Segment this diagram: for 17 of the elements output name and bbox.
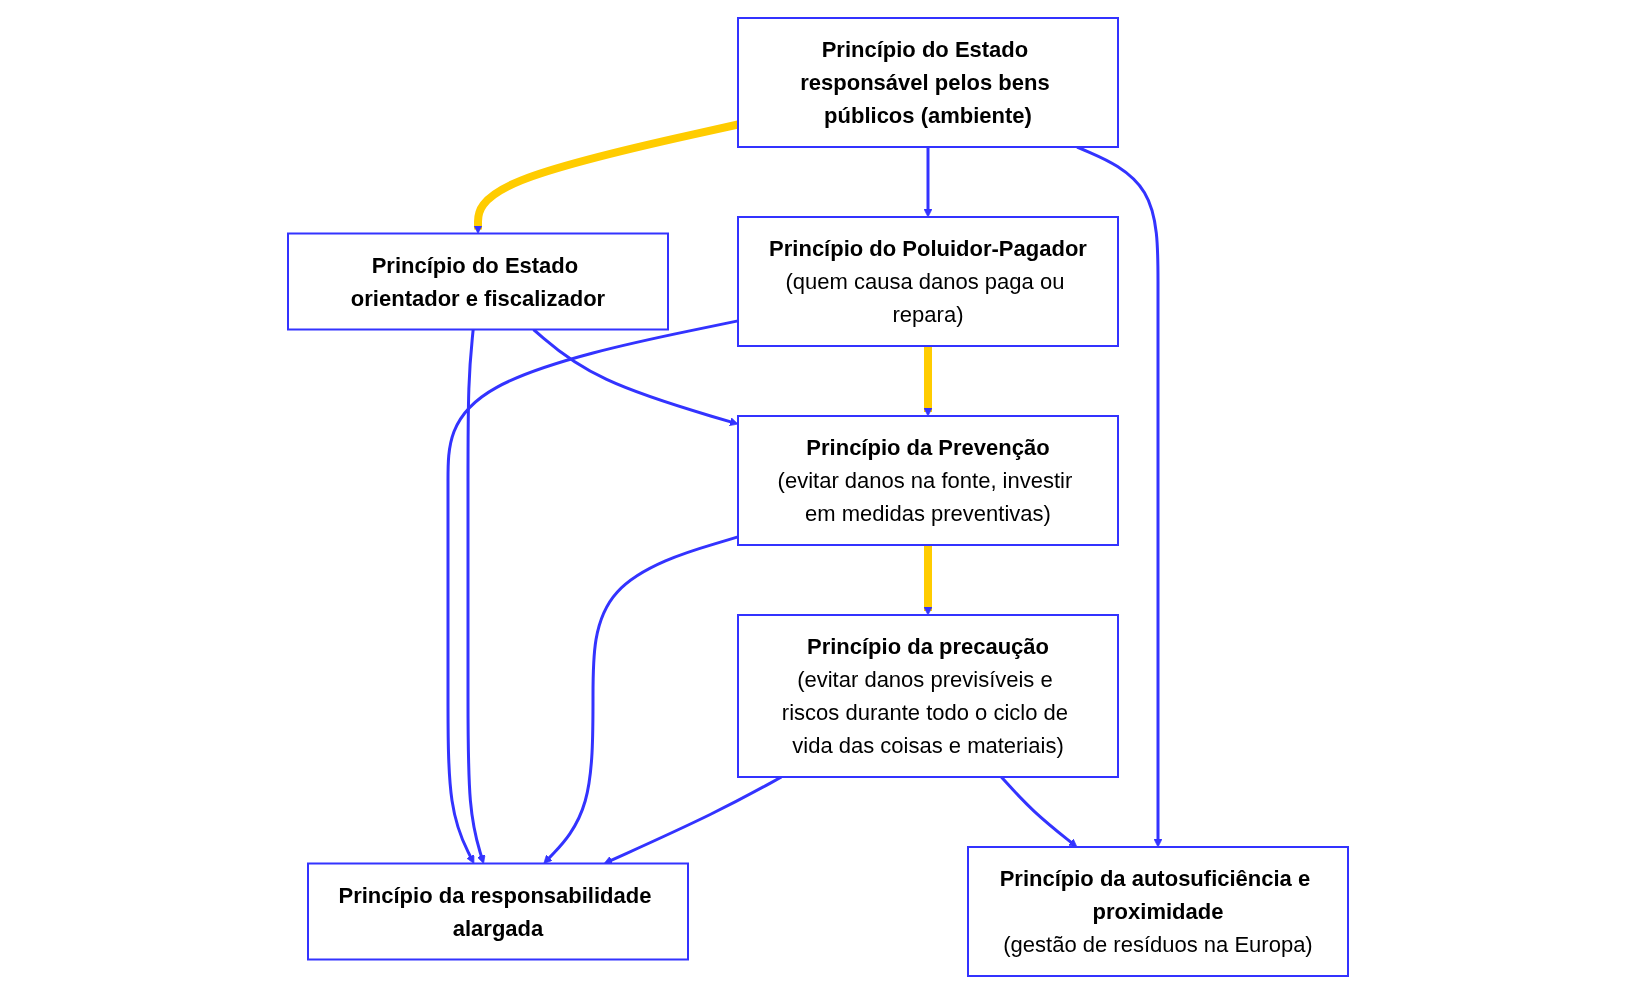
node-box: Princípio da responsabilidade alargada bbox=[307, 862, 689, 960]
arrow bbox=[446, 318, 739, 864]
arrow bbox=[1000, 775, 1078, 847]
arrow bbox=[473, 120, 739, 234]
node-box: Princípio da Prevenção (evitar danos na fonte, investir em medidas preventivas) bbox=[737, 414, 1119, 546]
arrow bbox=[923, 146, 933, 217]
arrow bbox=[1076, 145, 1163, 847]
arrow bbox=[466, 328, 486, 864]
arrow bbox=[923, 544, 933, 615]
arrow bbox=[543, 535, 739, 864]
arrow bbox=[603, 775, 783, 864]
node-box: Princípio da autosuficiência e proximidade (gestão de resíduos na Europa) bbox=[967, 845, 1349, 977]
node-box: Princípio do Estado orientador e fiscalizador bbox=[287, 232, 669, 330]
node-box: Princípio do Estado responsável pelos bens públicos (ambiente) bbox=[737, 16, 1119, 148]
node-box: Princípio do Poluidor-Pagador (quem causa danos paga ou repara) bbox=[737, 215, 1119, 347]
arrow bbox=[923, 345, 933, 416]
node-box: Princípio da precaução (evitar danos previsíveis e riscos durante todo o ciclo de vida das coisas e materiais) bbox=[737, 613, 1119, 778]
